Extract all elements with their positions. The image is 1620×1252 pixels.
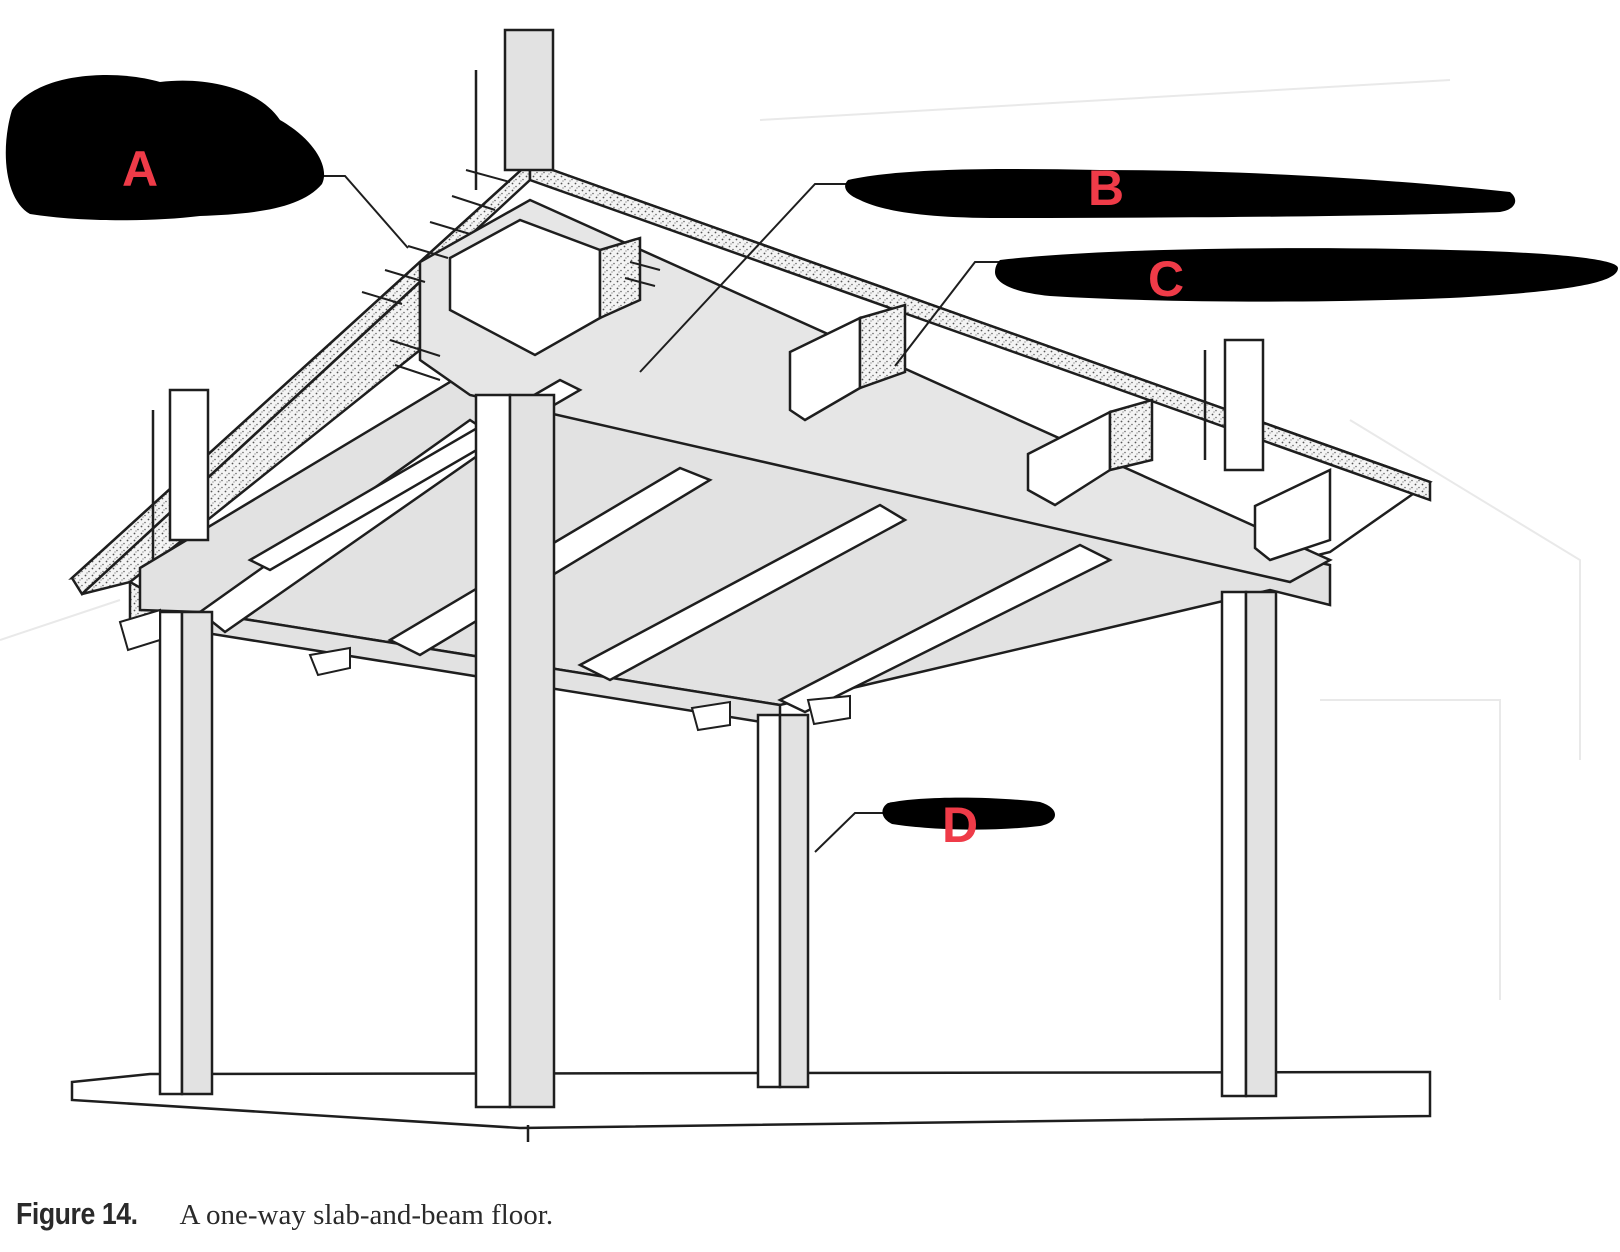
ghost-background (0, 79, 1581, 1000)
caption-text: A one-way slab-and-beam floor. (179, 1199, 554, 1231)
leader-line-b (639, 183, 855, 373)
redaction-a (5, 75, 325, 221)
redaction-d (882, 797, 1055, 830)
redaction-c (995, 248, 1618, 302)
label-d: D (942, 797, 978, 853)
caption-number: Figure 14. (16, 1196, 138, 1231)
label-b: B (1088, 160, 1124, 216)
redactions (5, 75, 1618, 830)
redaction-b (845, 169, 1516, 218)
columns (151, 28, 1278, 1109)
label-c: C (1148, 251, 1184, 307)
rebar-stubs (361, 169, 661, 381)
leader-line-c (894, 261, 1000, 367)
beam-blocks (448, 218, 1332, 562)
figure-caption: Figure 14. A one-way slab-and-beam floor… (16, 1196, 553, 1236)
girder-brackets (118, 608, 851, 732)
leader-lines (315, 175, 1000, 853)
leader-line-d (814, 812, 888, 853)
leader-line-a (315, 175, 409, 249)
ground-plane (70, 1070, 1432, 1142)
label-a: A (122, 141, 158, 197)
callout-labels: A B C D (122, 141, 1184, 853)
